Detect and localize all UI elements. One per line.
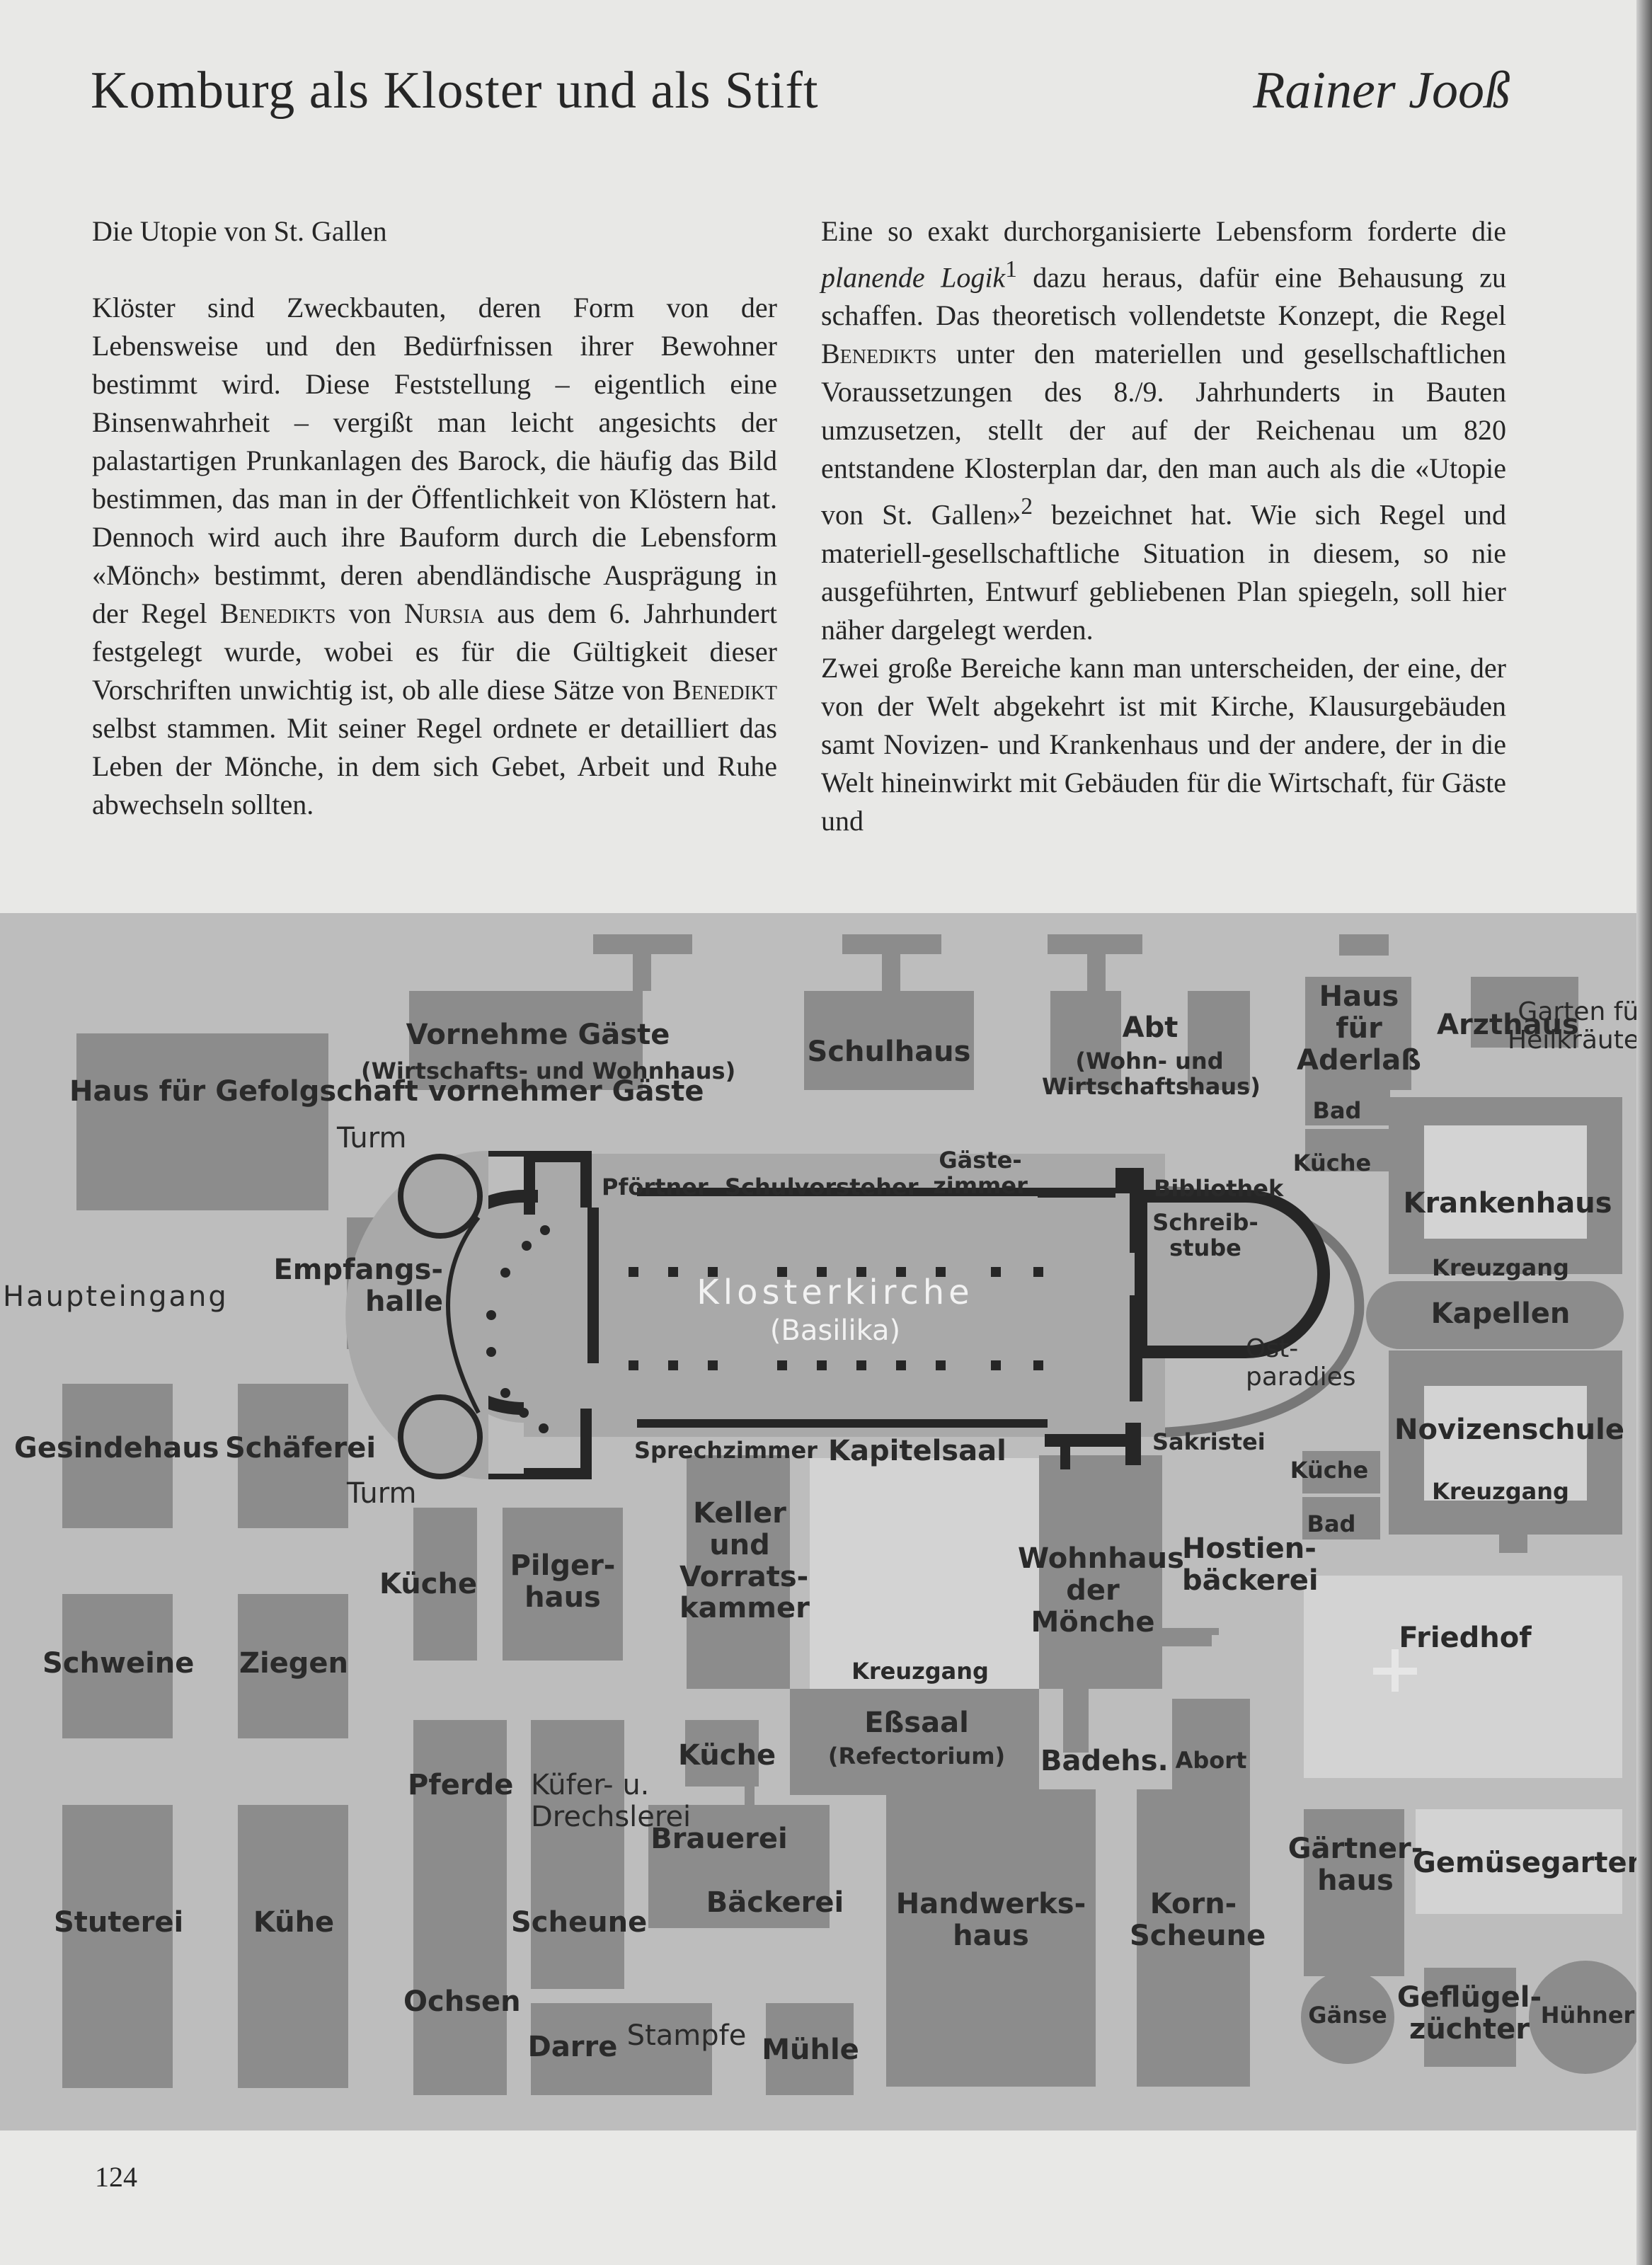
label-abort: Abort — [1175, 1747, 1247, 1774]
label-gaense: Gänse — [1308, 2002, 1387, 2029]
label-refectorium: (Refectorium) — [827, 1743, 1006, 1770]
label-vornehme-gaeste: Vornehme Gäste — [406, 1019, 670, 1051]
label-bad-top: Bad — [1312, 1097, 1362, 1124]
label-bibliothek: Bibliothek — [1154, 1175, 1284, 1202]
label-gaestezimmer: Gäste-zimmer — [933, 1147, 1028, 1199]
label-bad-right: Bad — [1307, 1510, 1356, 1537]
label-huehner: Hühner — [1540, 2002, 1635, 2029]
article-author: Rainer Jooß — [1253, 62, 1510, 120]
label-kreuzgang-right: Kreuzgang — [1432, 1478, 1569, 1505]
text-column-right: Eine so exakt durchorganisierte Lebensfo… — [821, 212, 1506, 840]
label-kreuzgang-inner: Kreuzgang — [851, 1658, 989, 1685]
paragraph-2: Eine so exakt durchorganisierte Lebensfo… — [821, 215, 1506, 646]
label-ostparadies: Ost-paradies — [1246, 1334, 1356, 1392]
label-haupteingang: Haupteingang — [3, 1280, 229, 1313]
article-title: Komburg als Kloster und als Stift — [91, 62, 819, 120]
text-column-left: Die Utopie von St. Gallen Klöster sind Z… — [92, 212, 777, 824]
label-schweine: Schweine — [42, 1647, 195, 1680]
book-binding-edge — [1636, 0, 1652, 2265]
label-turm-top: Turm — [337, 1122, 407, 1154]
label-schulvorsteher: Schulvorsteher — [725, 1174, 919, 1200]
label-kreuzgang-top: Kreuzgang — [1432, 1254, 1569, 1281]
label-abt-sub: (Wohn- und Wirtschaftshaus) — [1042, 1048, 1261, 1100]
label-abt: Abt — [1122, 1011, 1178, 1044]
label-aderlass: Haus für Aderlaß — [1297, 980, 1421, 1077]
label-vornehme-sub: (Wirtschafts- und Wohnhaus) — [361, 1057, 736, 1084]
paragraph-3: Zwei große Bereiche kann man unterscheid… — [821, 651, 1506, 837]
label-darre: Darre — [527, 2031, 618, 2063]
label-turm-bottom: Turm — [347, 1477, 417, 1510]
label-stampfe: Stampfe — [626, 2019, 747, 2052]
label-kueche-refectorium: Küche — [678, 1739, 776, 1772]
label-schreibstube: Schreib-stube — [1152, 1209, 1258, 1261]
label-kueche-top: Küche — [1292, 1149, 1372, 1176]
label-arzthaus: Arzthaus — [1437, 1009, 1579, 1041]
label-ziegen: Ziegen — [239, 1647, 349, 1680]
plan-drawing — [62, 934, 1642, 2095]
label-gaertnerhaus: Gärtner-haus — [1287, 1833, 1423, 1897]
label-empfangshalle: Empfangs-halle — [273, 1254, 443, 1318]
label-pfoertner: Pförtner — [602, 1174, 709, 1200]
label-klosterkirche: Klosterkirche — [696, 1273, 974, 1312]
label-schaeferei: Schäferei — [225, 1432, 377, 1464]
label-badehaus: Badehs. — [1040, 1745, 1169, 1777]
label-kornscheune: Korn-Scheune — [1130, 1888, 1266, 1952]
label-gefolgschaft: Haus für Gefolgschaft vornehmer Gäste — [69, 1075, 704, 1108]
label-esssaal: Eßsaal — [864, 1707, 969, 1739]
label-gemuesegarten: Gemüsegarten — [1413, 1847, 1648, 1879]
label-kuefer: Küfer- u. Drechslerei — [531, 1769, 692, 1833]
label-basilika: (Basilika) — [769, 1314, 901, 1347]
paragraph-1: Klöster sind Zweckbauten, deren Form von… — [92, 292, 778, 820]
label-keller: Keller und Vorrats-kammer — [679, 1497, 810, 1625]
label-friedhof: Friedhof — [1399, 1622, 1532, 1654]
label-garten-heilkraeuter: Garten für Heilkräuter — [1508, 997, 1650, 1055]
label-muehle: Mühle — [762, 2034, 859, 2066]
label-sprechzimmer: Sprechzimmer — [634, 1437, 818, 1464]
label-baeckerei: Bäckerei — [706, 1886, 844, 1919]
label-kueche-pilger: Küche — [379, 1568, 478, 1600]
label-schulhaus: Schulhaus — [807, 1036, 971, 1068]
page-number: 124 — [95, 2161, 137, 2193]
label-handwerkshaus: Handwerks-haus — [895, 1888, 1086, 1952]
label-gefluegelzuechter: Geflügel-züchter — [1396, 1981, 1542, 2046]
label-gesindehaus: Gesindehaus — [14, 1432, 219, 1464]
label-ochsen: Ochsen — [403, 1985, 521, 2018]
label-brauerei: Brauerei — [650, 1823, 788, 1855]
label-hostienbaeckerei: Hostien-bäckerei — [1182, 1532, 1319, 1597]
label-kuehe: Kühe — [253, 1906, 335, 1939]
label-kueche-right: Küche — [1290, 1457, 1369, 1484]
label-krankenhaus: Krankenhaus — [1403, 1187, 1612, 1220]
label-scheune: Scheune — [511, 1906, 648, 1939]
section-subheading: Die Utopie von St. Gallen — [92, 215, 387, 247]
label-kapellen: Kapellen — [1430, 1297, 1571, 1330]
label-sakristei: Sakristei — [1152, 1428, 1266, 1455]
label-wohnhaus-moenche: Wohnhaus der Mönche — [1018, 1542, 1184, 1639]
monastery-plan-figure: Haus für Gefolgschaft vornehmer Gäste Vo… — [0, 913, 1652, 2131]
label-kapitelsaal: Kapitelsaal — [828, 1435, 1006, 1467]
label-stuterei: Stuterei — [54, 1906, 184, 1939]
label-pferde: Pferde — [408, 1769, 514, 1801]
label-novizenschule: Novizenschule — [1394, 1414, 1624, 1446]
label-pilgerhaus: Pilger-haus — [510, 1549, 616, 1614]
